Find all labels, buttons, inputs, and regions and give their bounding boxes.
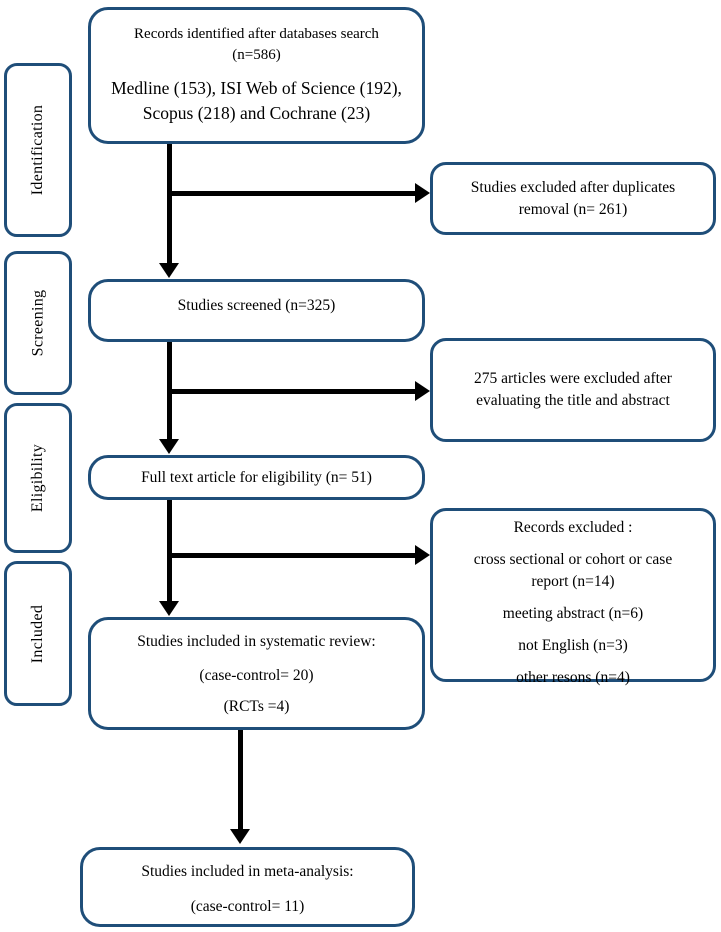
meta-analysis-line2: (case-control= 11) bbox=[190, 898, 305, 915]
arrow-line bbox=[169, 553, 415, 558]
arrow-line bbox=[169, 191, 415, 196]
arrow-line bbox=[167, 144, 172, 265]
systematic-review-line3: (RCTs =4) bbox=[223, 698, 290, 715]
arrow-right-icon bbox=[415, 381, 430, 401]
arrow-right-icon bbox=[415, 183, 430, 203]
stage-label-eligibility: Eligibility bbox=[4, 403, 72, 553]
systematic-review-line1: Studies included in systematic review: bbox=[137, 633, 376, 650]
arrow-down-icon bbox=[159, 601, 179, 616]
box-excluded-title-abstract: 275 articles were excluded after evaluat… bbox=[430, 338, 716, 442]
records-excluded-header: Records excluded : bbox=[513, 519, 633, 536]
box-records-identified: Records identified after databases searc… bbox=[88, 7, 425, 144]
full-text-eligibility-line1: Full text article for eligibility (n= 51… bbox=[141, 469, 372, 486]
studies-screened-line1: Studies screened (n=325) bbox=[177, 297, 336, 314]
stage-label-identification-text: Identification bbox=[29, 104, 47, 196]
systematic-review-line2: (case-control= 20) bbox=[199, 667, 314, 684]
meta-analysis-line1: Studies included in meta-analysis: bbox=[141, 863, 354, 880]
stage-label-identification: Identification bbox=[4, 63, 72, 237]
arrow-line bbox=[169, 389, 415, 394]
box-excluded-duplicates: Studies excluded after duplicates remova… bbox=[430, 162, 716, 235]
box-full-text-eligibility: Full text article for eligibility (n= 51… bbox=[88, 455, 425, 500]
box-meta-analysis: Studies included in meta-analysis: (case… bbox=[80, 847, 415, 927]
excluded-duplicates-line1: Studies excluded after duplicates remova… bbox=[470, 178, 676, 218]
stage-label-screening-text: Screening bbox=[29, 289, 46, 357]
arrow-line bbox=[167, 500, 172, 603]
arrow-down-icon bbox=[230, 829, 250, 844]
excluded-title-abstract-line1: 275 articles were excluded after evaluat… bbox=[474, 370, 672, 409]
arrow-down-icon bbox=[159, 439, 179, 454]
stage-label-included: Included bbox=[4, 561, 72, 706]
records-excluded-item-3: not English (n=3) bbox=[518, 637, 628, 654]
records-identified-line2: Medline (153), ISI Web of Science (192),… bbox=[111, 78, 402, 123]
stage-label-eligibility-text: Eligibility bbox=[29, 443, 47, 513]
stage-label-included-text: Included bbox=[28, 604, 46, 663]
records-excluded-item-4: other resons (n=4) bbox=[516, 669, 630, 686]
records-excluded-item-2: meeting abstract (n=6) bbox=[502, 605, 644, 622]
arrow-line bbox=[238, 730, 243, 831]
stage-label-screening: Screening bbox=[4, 251, 72, 395]
box-studies-screened: Studies screened (n=325) bbox=[88, 279, 425, 342]
arrow-down-icon bbox=[159, 263, 179, 278]
box-records-excluded: Records excluded : cross sectional or co… bbox=[430, 508, 716, 686]
arrow-right-icon bbox=[415, 545, 430, 565]
records-identified-line1: Records identified after databases searc… bbox=[134, 26, 379, 63]
box-systematic-review: Studies included in systematic review: (… bbox=[88, 617, 425, 730]
records-excluded-item-1: cross sectional or cohort or case report… bbox=[473, 551, 673, 590]
